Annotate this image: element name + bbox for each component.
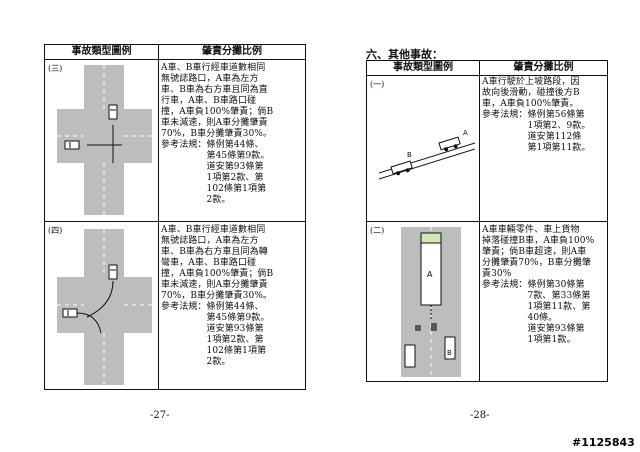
truck-a-label: A (427, 270, 433, 279)
car-b-label: B (447, 349, 452, 357)
row-number: (一) (370, 80, 385, 89)
left-row-divider (45, 221, 305, 222)
page-number-left: -27- (150, 410, 170, 421)
intersection-turning-diagram (57, 229, 152, 385)
intersection-straight-diagram (57, 65, 152, 215)
row-description: A車車輛零件、車上貨物 掉落碰撞B車，A車負100% 肇責；倘B車超速，則A車 … (482, 225, 595, 345)
row-description: A車行駛於上坡路段，因 故向後滑動，碰撞後方B 車，A車負100%肇責。 參考法… (482, 77, 591, 153)
left-accident-table: 事故類型圖例 肇責分攤比例 (三) A車、B車行經車道數相同 無號誌路口，A車為… (44, 44, 306, 390)
falling-cargo-diagram: A B (401, 227, 461, 377)
right-table-header: 事故類型圖例 肇責分攤比例 (367, 61, 607, 76)
uphill-slide-diagram: A B (379, 129, 475, 180)
row-number: (四) (48, 226, 63, 235)
row-description: A車、B車行經車道數相同 無號誌路口，A車為左方 車、B車為右方車且同為直 行車… (161, 63, 274, 205)
left-header-ratio: 肇責分攤比例 (202, 46, 262, 57)
right-header-diagram: 事故類型圖例 (393, 62, 453, 73)
section-title: 六、其他事故： (366, 48, 443, 61)
car-a-label: A (463, 129, 468, 137)
row-number: (二) (370, 226, 385, 235)
right-row-divider (367, 221, 607, 222)
left-col-divider (158, 45, 159, 389)
left-header-diagram: 事故類型圖例 (71, 46, 132, 57)
page-number-right: -28- (470, 410, 490, 421)
right-accident-table: 事故類型圖例 肇責分攤比例 (一) A車行駛於上坡路段，因 故向後滑動，碰撞後方… (366, 60, 608, 382)
row-number: (三) (48, 64, 63, 73)
row-description: A車、B車行經車道數相同 無號誌路口，A車為左方 車、B車為右方車且同為轉 彎車… (161, 225, 274, 367)
left-table-header: 事故類型圖例 肇責分攤比例 (45, 45, 305, 60)
car-b-label: B (407, 151, 412, 159)
watermark-id: #1125843 (572, 436, 635, 449)
right-header-ratio: 肇責分攤比例 (513, 62, 574, 73)
